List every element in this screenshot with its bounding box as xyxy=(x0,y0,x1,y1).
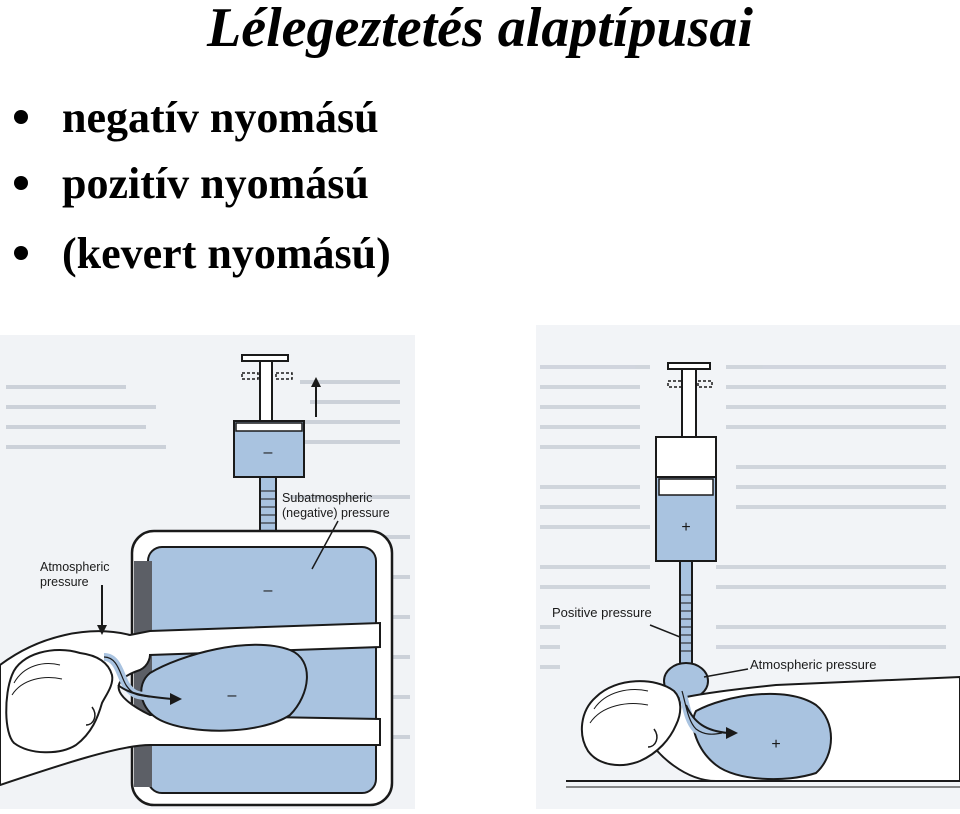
bullet-item: negatív nyomású xyxy=(14,96,391,140)
positive-pressure-figure: + + Positive pressure Atm xyxy=(536,325,960,809)
bullet-item: (kevert nyomású) xyxy=(14,232,391,276)
chamber-sign: – xyxy=(264,582,273,599)
bullet-dot-icon xyxy=(14,246,28,260)
negative-pressure-figure: – – – Su xyxy=(0,335,415,809)
label-atmospheric-1: Atmospheric xyxy=(40,560,109,574)
positive-pressure-diagram: + + Positive pressure Atm xyxy=(536,325,960,809)
bullet-dot-icon xyxy=(14,110,28,124)
syringe-sign: + xyxy=(681,519,690,536)
negative-pressure-diagram: – – – Su xyxy=(0,335,415,809)
lung-sign: – xyxy=(228,687,237,704)
lung-sign: + xyxy=(771,736,780,753)
bullet-text: (kevert nyomású) xyxy=(62,229,391,278)
syringe-sign: – xyxy=(264,444,273,461)
bullet-dot-icon xyxy=(14,176,28,190)
bullet-text: pozitív nyomású xyxy=(62,159,369,208)
bullet-list: negatív nyomású pozitív nyomású (kevert … xyxy=(14,96,391,276)
bullet-text: negatív nyomású xyxy=(62,93,379,142)
label-positive-pressure: Positive pressure xyxy=(552,605,652,620)
label-subatmospheric-1: Subatmospheric xyxy=(282,491,372,505)
slide-title: Lélegeztetés alaptípusai xyxy=(207,0,753,59)
label-subatmospheric-2: (negative) pressure xyxy=(282,506,390,520)
label-atmospheric-pressure: Atmospheric pressure xyxy=(750,657,876,672)
bullet-item: pozitív nyomású xyxy=(14,162,391,206)
label-atmospheric-2: pressure xyxy=(40,575,89,589)
